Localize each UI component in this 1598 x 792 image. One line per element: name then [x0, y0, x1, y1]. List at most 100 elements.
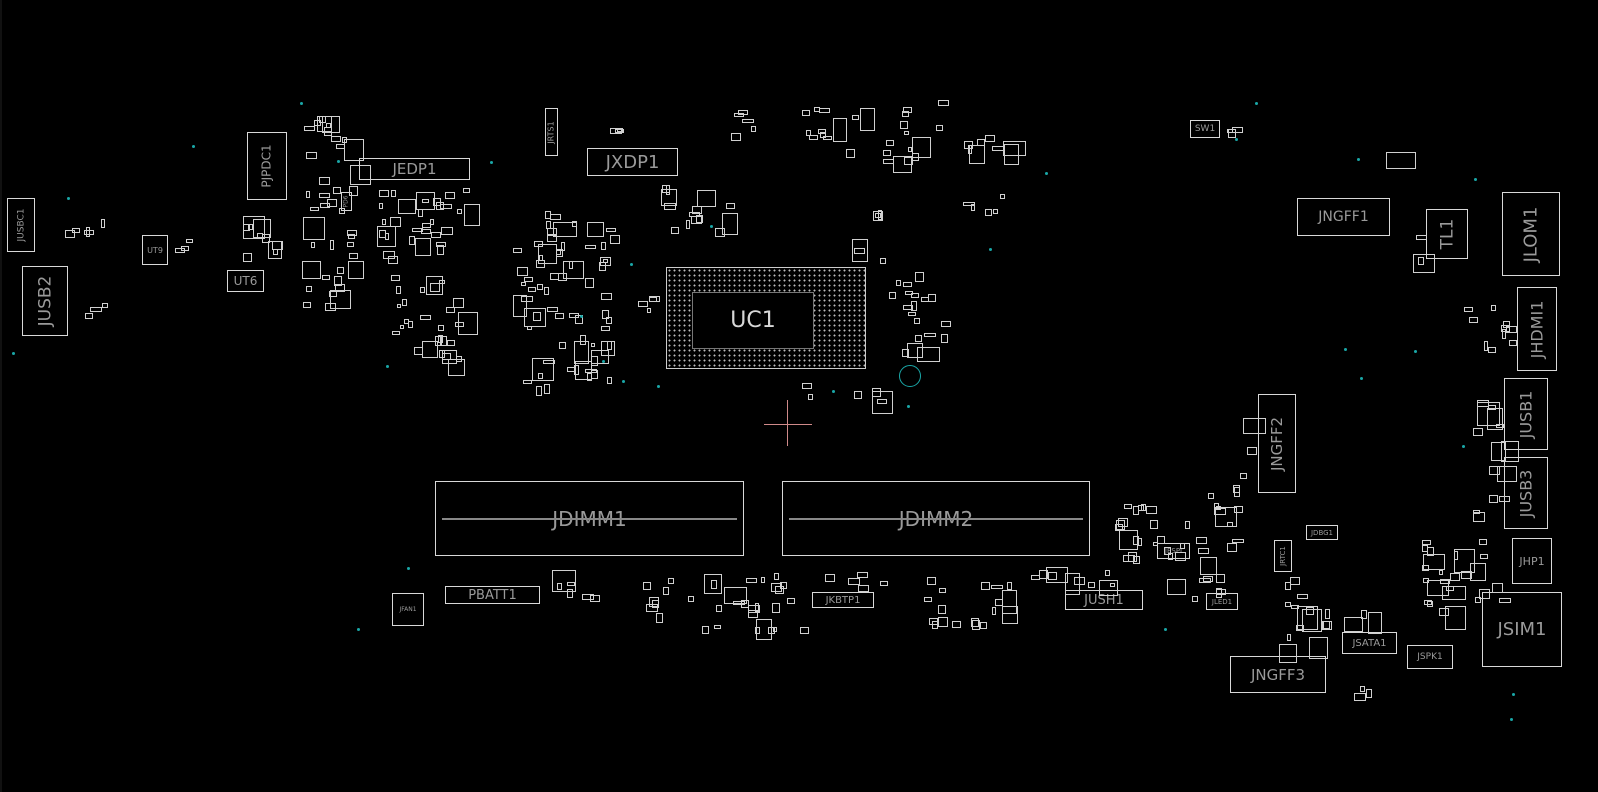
- smd-component: [980, 622, 988, 630]
- label: JLOM1: [1520, 206, 1542, 262]
- smd-component: [414, 237, 432, 257]
- smd-component: [248, 223, 253, 230]
- connector-jlom1[interactable]: JLOM1: [1502, 192, 1560, 276]
- connector-jusb2[interactable]: JUSB2: [22, 266, 68, 336]
- smd-component: [1492, 582, 1503, 593]
- via: [1164, 628, 1167, 631]
- label: JUSB1: [1516, 390, 1536, 438]
- connector-jngff2[interactable]: JNGFF2: [1258, 394, 1296, 493]
- smd-component: [587, 221, 604, 238]
- smd-component: [379, 230, 387, 239]
- cpu-uc1[interactable]: UC1: [692, 292, 814, 349]
- smd-component: [646, 307, 651, 313]
- connector-jrtc1[interactable]: JRTC1: [1274, 540, 1292, 572]
- smd-component: [556, 583, 562, 591]
- smd-component: [347, 229, 358, 236]
- smd-component: [335, 143, 346, 149]
- smd-component: [1423, 553, 1445, 571]
- smd-component: [303, 126, 315, 132]
- chip-ut6[interactable]: UT6: [227, 270, 264, 292]
- via: [1045, 172, 1048, 175]
- smd-component: [391, 190, 396, 198]
- smd-component: [805, 130, 811, 137]
- smd-component: [1242, 418, 1266, 434]
- smd-component: [1438, 570, 1444, 576]
- chip-ut9[interactable]: UT9: [142, 235, 168, 265]
- smd-component: [1487, 407, 1503, 430]
- smd-component: [433, 197, 441, 206]
- connector-jdbg1[interactable]: JDBG1: [1306, 525, 1338, 540]
- connector-jhp1[interactable]: JHP1: [1512, 538, 1552, 584]
- connector-jngff3[interactable]: JNGFF3: [1230, 656, 1326, 693]
- connector-jsim1[interactable]: JSIM1: [1482, 592, 1562, 667]
- smd-component: [818, 107, 831, 113]
- connector-jhdmi1[interactable]: JHDMI1: [1517, 287, 1557, 371]
- connector-jusbc1[interactable]: JUSBC1: [7, 198, 35, 252]
- smd-component: [310, 206, 319, 212]
- memory-slot-jdimm1[interactable]: JDIMM1: [435, 481, 744, 556]
- part-pd6[interactable]: PD6: [341, 192, 352, 211]
- smd-component: [1118, 529, 1138, 550]
- smd-component: [928, 294, 937, 302]
- smd-component: [814, 107, 820, 112]
- smd-component: [1110, 582, 1116, 587]
- connector-pjpdc1[interactable]: PJPDC1: [247, 132, 287, 200]
- connector-jsata1[interactable]: JSATA1: [1342, 632, 1397, 654]
- smd-component: [1506, 325, 1517, 333]
- smd-component: [1359, 686, 1366, 693]
- smd-component: [1296, 594, 1309, 600]
- smd-component: [85, 313, 94, 320]
- transformer-tl1[interactable]: TL1: [1426, 209, 1468, 259]
- smd-component: [1046, 567, 1069, 584]
- smd-component: [573, 365, 580, 376]
- smd-component: [773, 626, 778, 632]
- part: [1386, 152, 1416, 169]
- smd-component: [442, 352, 452, 360]
- smd-component: [439, 279, 445, 284]
- smd-component: [272, 249, 279, 255]
- smd-component: [857, 584, 869, 593]
- connector-jrts1[interactable]: JRTS1: [545, 108, 558, 156]
- smd-component: [537, 372, 544, 379]
- smd-component: [1279, 643, 1298, 664]
- smd-component: [560, 241, 565, 251]
- smd-component: [1500, 324, 1510, 332]
- connector-jusb3[interactable]: JUSB3: [1504, 457, 1548, 529]
- smd-component: [549, 214, 562, 220]
- switch-sw1[interactable]: SW1: [1190, 120, 1220, 138]
- connector-jfan1[interactable]: JFAN1: [392, 593, 424, 626]
- smd-component: [995, 599, 1003, 607]
- connector-pbatt1[interactable]: PBATT1: [445, 586, 540, 604]
- smd-component: [532, 311, 541, 321]
- smd-component: [756, 618, 772, 640]
- smd-component: [581, 594, 594, 600]
- label: PBATT1: [468, 587, 517, 603]
- connector-jspk1[interactable]: JSPK1: [1407, 645, 1453, 669]
- smd-component: [851, 115, 860, 120]
- connector-jkbtp1[interactable]: JKBTP1: [812, 592, 874, 608]
- connector-jusb1[interactable]: JUSB1: [1504, 378, 1548, 450]
- connector-jngff1[interactable]: JNGFF1: [1297, 198, 1390, 236]
- connector-jedp1[interactable]: JEDP1: [359, 158, 470, 180]
- smd-component: [314, 120, 321, 126]
- connector-jxdp1[interactable]: JXDP1: [587, 148, 678, 176]
- smd-component: [1233, 506, 1244, 513]
- smd-component: [454, 322, 464, 328]
- memory-slot-jdimm2[interactable]: JDIMM2: [782, 481, 1090, 556]
- smd-component: [377, 225, 396, 248]
- smd-component: [1442, 586, 1467, 601]
- smd-component: [574, 340, 589, 365]
- smd-component: [1246, 446, 1258, 455]
- smd-component: [1422, 540, 1432, 545]
- smd-component: [969, 145, 986, 165]
- smd-component: [318, 177, 331, 185]
- smd-component: [1487, 404, 1496, 410]
- via: [602, 360, 605, 363]
- smd-component: [774, 573, 780, 581]
- smd-component: [603, 258, 608, 264]
- smd-component: [915, 334, 923, 342]
- smd-component: [1200, 556, 1217, 576]
- smd-component: [590, 343, 596, 348]
- smd-component: [1477, 400, 1490, 408]
